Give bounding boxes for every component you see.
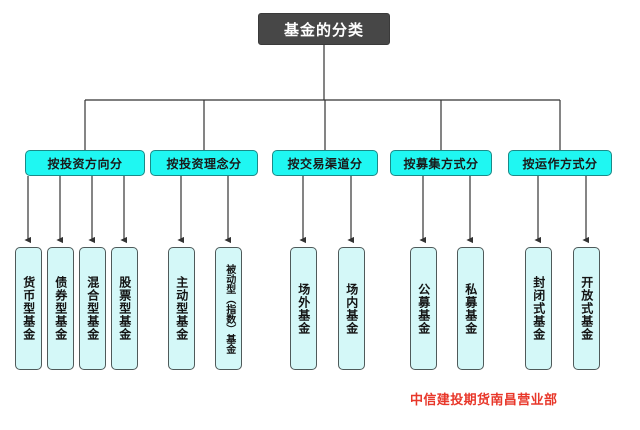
category-node-by-fundraising-method[interactable]: 按募集方式分 — [390, 150, 492, 176]
leaf-node-private-offering-fund[interactable]: 私募基金 — [457, 247, 484, 370]
leaf-node-label: 开放式基金 — [579, 276, 594, 341]
leaf-node-public-offering-fund[interactable]: 公募基金 — [410, 247, 437, 370]
leaf-node-exchange-traded-fund[interactable]: 场内基金 — [338, 247, 365, 370]
leaf-node-equity-fund[interactable]: 股票型基金 — [111, 247, 138, 370]
leaf-node-label: 场外基金 — [296, 282, 311, 335]
leaf-node-hybrid-fund[interactable]: 混合型基金 — [79, 247, 106, 370]
leaf-node-label: 公募基金 — [416, 282, 431, 335]
category-node-label: 按募集方式分 — [403, 156, 479, 171]
leaf-node-passive-index-fund[interactable]: 被动型（指数）基金 — [215, 247, 242, 370]
leaf-node-money-market-fund[interactable]: 货币型基金 — [15, 247, 42, 370]
root-node-fund-classification[interactable]: 基金的分类 — [258, 13, 390, 45]
leaf-node-active-fund[interactable]: 主动型基金 — [168, 247, 195, 370]
leaf-node-label: 封闭式基金 — [531, 276, 546, 341]
leaf-node-open-end-fund[interactable]: 开放式基金 — [573, 247, 600, 370]
leaf-node-label: 混合型基金 — [85, 276, 100, 341]
leaf-node-closed-end-fund[interactable]: 封闭式基金 — [525, 247, 552, 370]
root-node-label: 基金的分类 — [283, 21, 364, 39]
leaf-node-label: 债券型基金 — [53, 276, 68, 341]
category-node-by-trading-channel[interactable]: 按交易渠道分 — [272, 150, 378, 176]
category-node-label: 按投资理念分 — [166, 156, 242, 171]
leaf-node-label: 股票型基金 — [117, 276, 132, 341]
category-node-by-investment-direction[interactable]: 按投资方向分 — [25, 150, 145, 176]
category-node-label: 按运作方式分 — [522, 156, 598, 171]
leaf-node-label: 被动型（指数）基金 — [223, 263, 235, 354]
category-node-label: 按投资方向分 — [47, 156, 123, 171]
leaf-node-label: 主动型基金 — [174, 276, 189, 341]
leaf-node-otc-fund[interactable]: 场外基金 — [290, 247, 317, 370]
category-node-by-investment-philosophy[interactable]: 按投资理念分 — [150, 150, 258, 176]
category-node-label: 按交易渠道分 — [287, 156, 363, 171]
leaf-node-label: 场内基金 — [344, 282, 359, 335]
leaf-node-label: 私募基金 — [463, 282, 478, 335]
leaf-node-bond-fund[interactable]: 债券型基金 — [47, 247, 74, 370]
leaf-node-label: 货币型基金 — [21, 276, 36, 341]
category-node-by-operation-method[interactable]: 按运作方式分 — [508, 150, 612, 176]
footer-branch-name: 中信建投期货南昌营业部 — [410, 392, 558, 407]
